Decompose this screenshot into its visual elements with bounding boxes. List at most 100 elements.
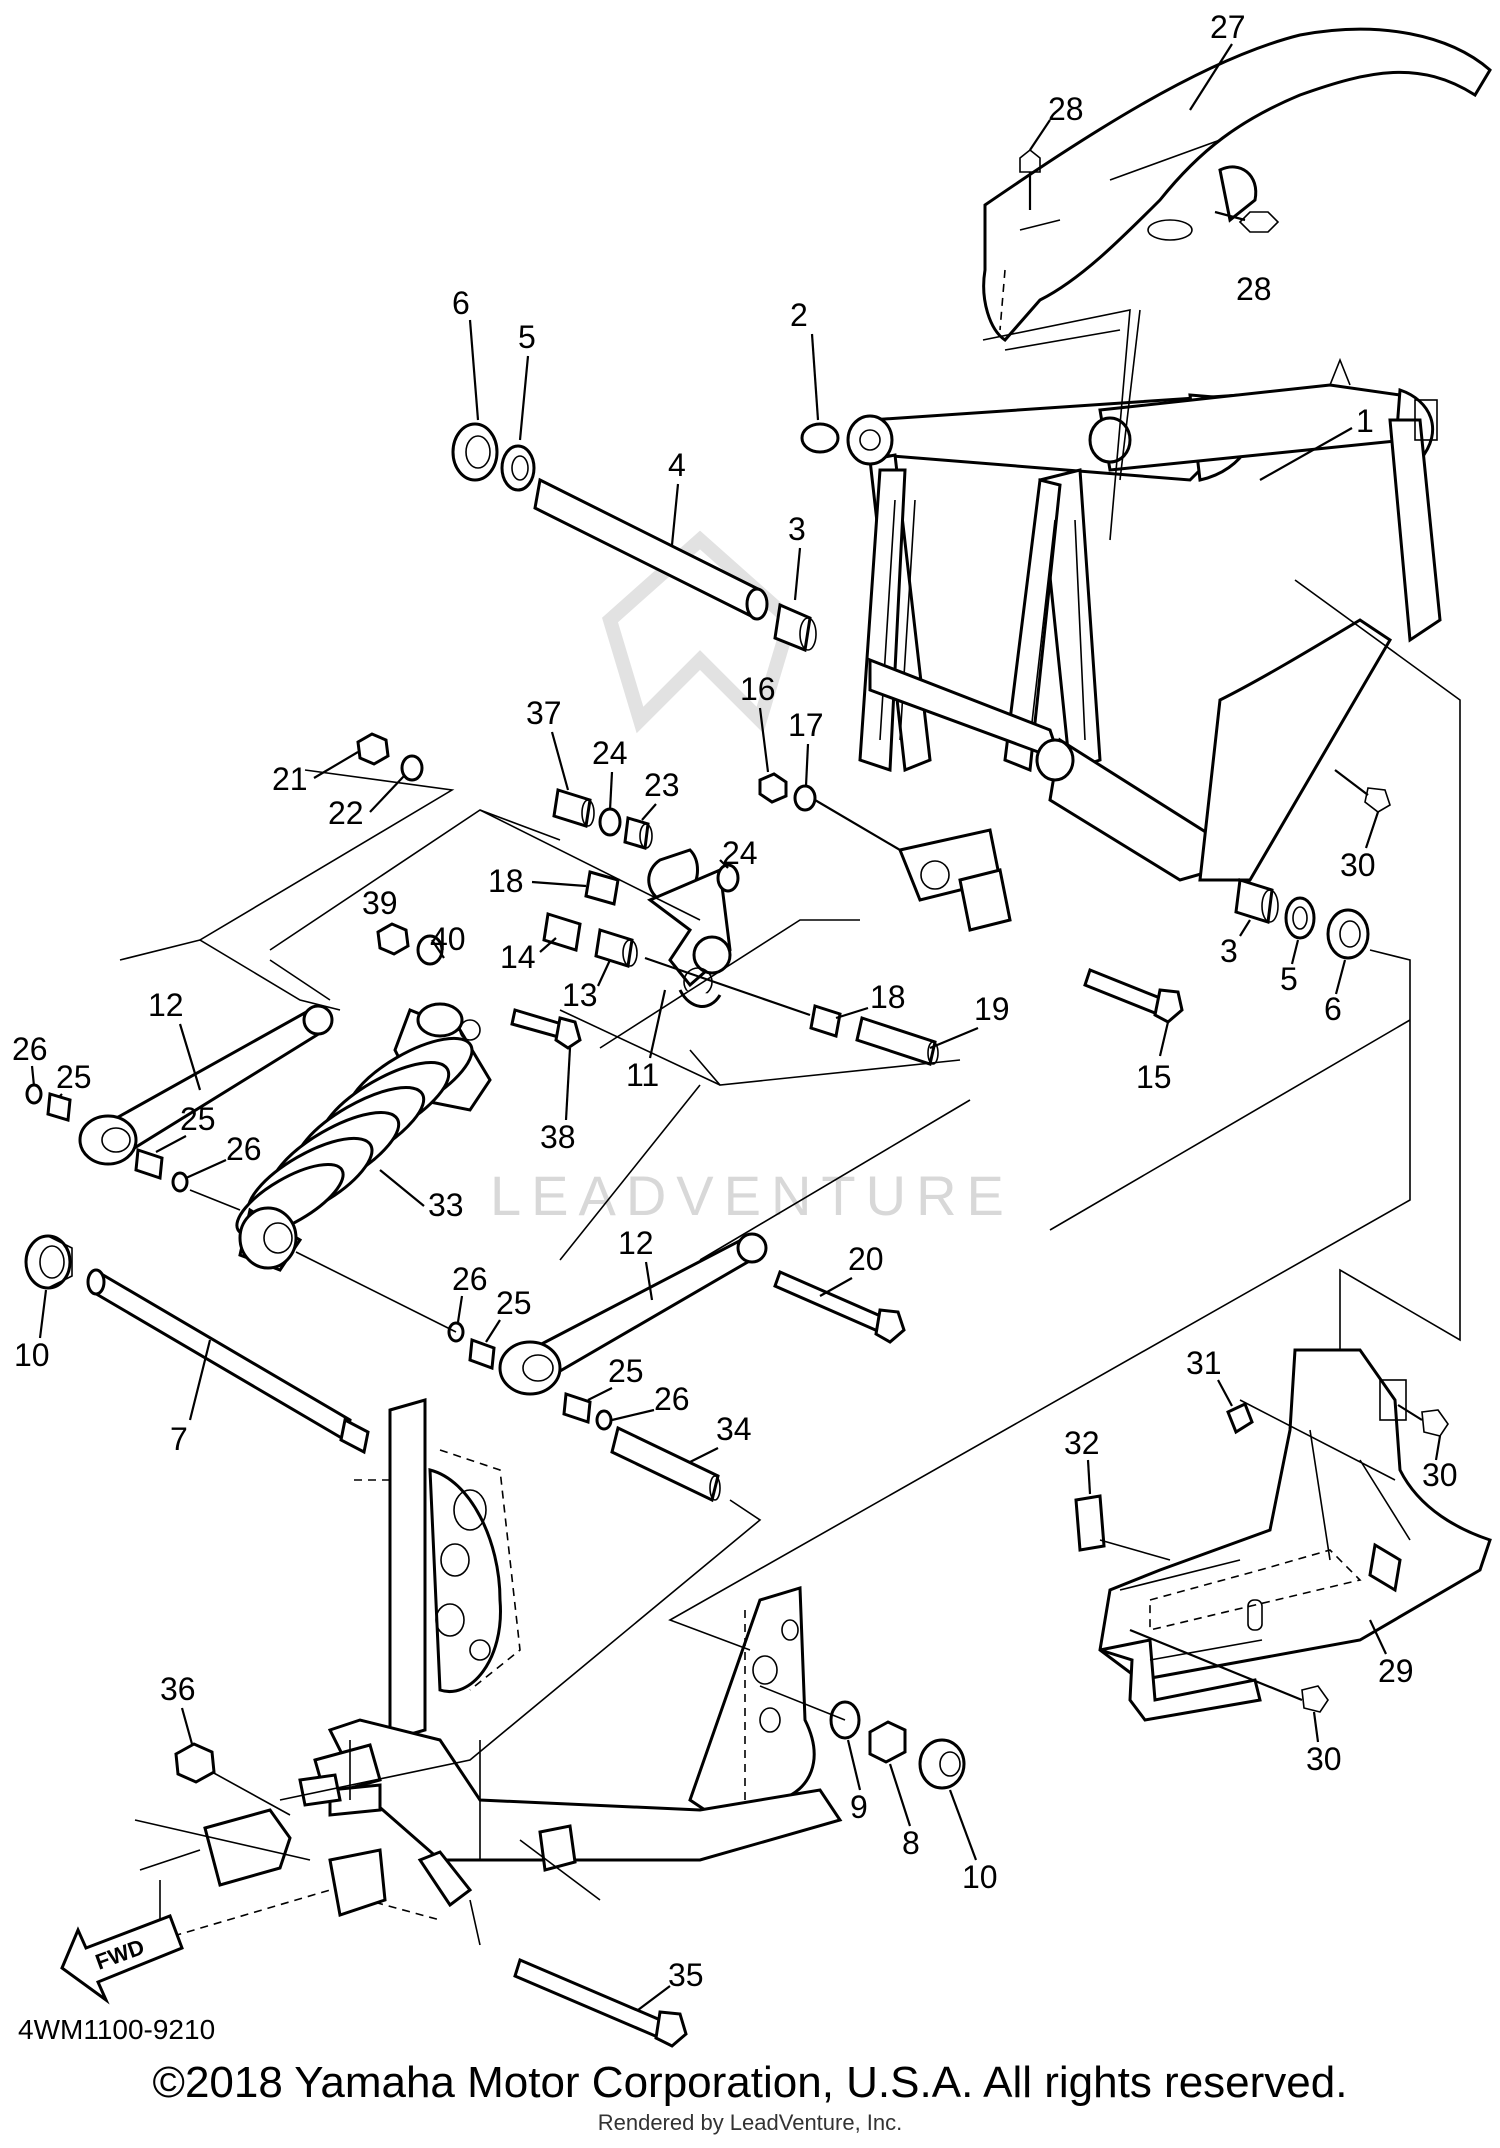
- callout-9: 9: [850, 1789, 868, 1825]
- watermark: LEADVENTURE: [490, 530, 1014, 1227]
- washer-40: [416, 934, 444, 966]
- callout-8: 8: [902, 1825, 920, 1861]
- collar-25-d: [562, 1391, 592, 1425]
- collar-25-b: [134, 1147, 164, 1181]
- callout-25-b: 25: [180, 1101, 216, 1137]
- callout-18-upper: 18: [488, 863, 524, 899]
- washer-26-a: [25, 1083, 43, 1105]
- watermark-text: LEADVENTURE: [490, 1164, 1014, 1227]
- callout-30-lower: 30: [1306, 1741, 1342, 1777]
- callout-29: 29: [1378, 1653, 1414, 1689]
- axis-13-line: [644, 956, 811, 1017]
- callout-25-c: 25: [496, 1285, 532, 1321]
- callout-22: 22: [328, 795, 364, 831]
- bearing-23: [623, 816, 653, 850]
- washer-5-left: [500, 444, 536, 492]
- shock-spring: [235, 1036, 474, 1238]
- washer-22: [400, 754, 424, 782]
- collar-25-a: [46, 1092, 72, 1122]
- callout-26-b: 26: [226, 1131, 262, 1167]
- clip-31: [1226, 1401, 1254, 1435]
- callout-20: 20: [848, 1241, 884, 1277]
- chain-guard: [982, 27, 1492, 342]
- bolt-28-lower: [1214, 210, 1280, 233]
- collar-37: [552, 788, 595, 828]
- lower-cover-29: [1098, 1348, 1492, 1722]
- guide-lines: [119, 309, 1461, 1901]
- oil-seal-6-left: [451, 422, 499, 482]
- callout-3-lower: 3: [1220, 933, 1238, 969]
- damper-32: [1074, 1494, 1106, 1552]
- bolt-30-middle: [1397, 1404, 1449, 1437]
- callout-15: 15: [1136, 1059, 1172, 1095]
- callout-40: 40: [430, 921, 466, 957]
- callout-23: 23: [644, 767, 680, 803]
- shock-absorber-33: [235, 1002, 492, 1272]
- collar-18-lower: [809, 1004, 842, 1038]
- callout-25-a: 25: [56, 1059, 92, 1095]
- diagram-code: 4WM1100-9210: [18, 2014, 216, 2045]
- bearing-3-right: [1234, 878, 1279, 924]
- bolt-20: [773, 1269, 906, 1344]
- cap-2: [800, 422, 881, 454]
- connecting-rod-12-upper: [78, 1004, 334, 1166]
- callout-14: 14: [500, 939, 536, 975]
- callout-1: 1: [1356, 403, 1374, 439]
- callout-24-lower: 24: [722, 835, 758, 871]
- bearing-3-left: [773, 602, 817, 653]
- oil-seal-6-right: [1326, 908, 1370, 960]
- bushing-10-left: [24, 1234, 73, 1290]
- bolt-30-upper: [1334, 769, 1391, 813]
- callout-24-upper: 24: [592, 735, 628, 771]
- callout-5-lower: 5: [1280, 961, 1298, 997]
- callout-4: 4: [668, 447, 686, 483]
- nut-8: [868, 1720, 907, 1764]
- callout-38: 38: [540, 1119, 576, 1155]
- washer-17: [793, 784, 817, 812]
- shaft-4: [533, 477, 769, 621]
- bolt-28-upper: [1019, 148, 1041, 210]
- callout-37: 37: [526, 695, 562, 731]
- washer-5-right: [1284, 896, 1316, 940]
- callout-6-lower: 6: [1324, 991, 1342, 1027]
- relay-arm-11: [647, 848, 732, 1008]
- callout-26-d: 26: [654, 1381, 690, 1417]
- shaft-7: [86, 1268, 370, 1455]
- bearing-13: [594, 928, 638, 968]
- bolt-38: [510, 1008, 582, 1050]
- cap-10-right: [918, 1738, 966, 1790]
- nut-39: [376, 922, 410, 956]
- callout-10-left: 10: [14, 1337, 50, 1373]
- callout-30-middle: 30: [1422, 1457, 1458, 1493]
- collar-19: [855, 1016, 939, 1066]
- callout-30-upper: 30: [1340, 847, 1376, 883]
- bolt-30-lower: [1129, 1628, 1329, 1713]
- washer-26-d: [595, 1409, 613, 1431]
- washer-26-b: [171, 1171, 189, 1193]
- callout-6-upper: 6: [452, 285, 470, 321]
- callout-11: 11: [626, 1057, 659, 1093]
- callout-12-lower: 12: [618, 1225, 654, 1261]
- fwd-arrow: FWD: [60, 1914, 184, 2005]
- callout-25-d: 25: [608, 1353, 644, 1389]
- callout-32: 32: [1064, 1425, 1100, 1461]
- callout-13: 13: [562, 977, 598, 1013]
- callout-2: 2: [790, 297, 808, 333]
- nut-21: [356, 732, 390, 766]
- swingarm: [846, 357, 1442, 932]
- connecting-rod-12-lower: [498, 1232, 768, 1396]
- callout-5-upper: 5: [518, 319, 536, 355]
- callout-31: 31: [1186, 1345, 1222, 1381]
- callout-7: 7: [170, 1421, 188, 1457]
- callout-26-c: 26: [452, 1261, 488, 1297]
- bolt-35: [513, 1957, 688, 2048]
- callout-16: 16: [740, 671, 776, 707]
- callout-34: 34: [716, 1411, 752, 1447]
- copyright-notice: ©2018 Yamaha Motor Corporation, U.S.A. A…: [152, 2058, 1348, 2107]
- callout-3-upper: 3: [788, 511, 806, 547]
- axis-17-line: [814, 799, 901, 851]
- rendered-by-notice: Rendered by LeadVenture, Inc.: [597, 2110, 903, 2135]
- seal-24-lower: [716, 863, 740, 893]
- callout-10-right: 10: [962, 1859, 998, 1895]
